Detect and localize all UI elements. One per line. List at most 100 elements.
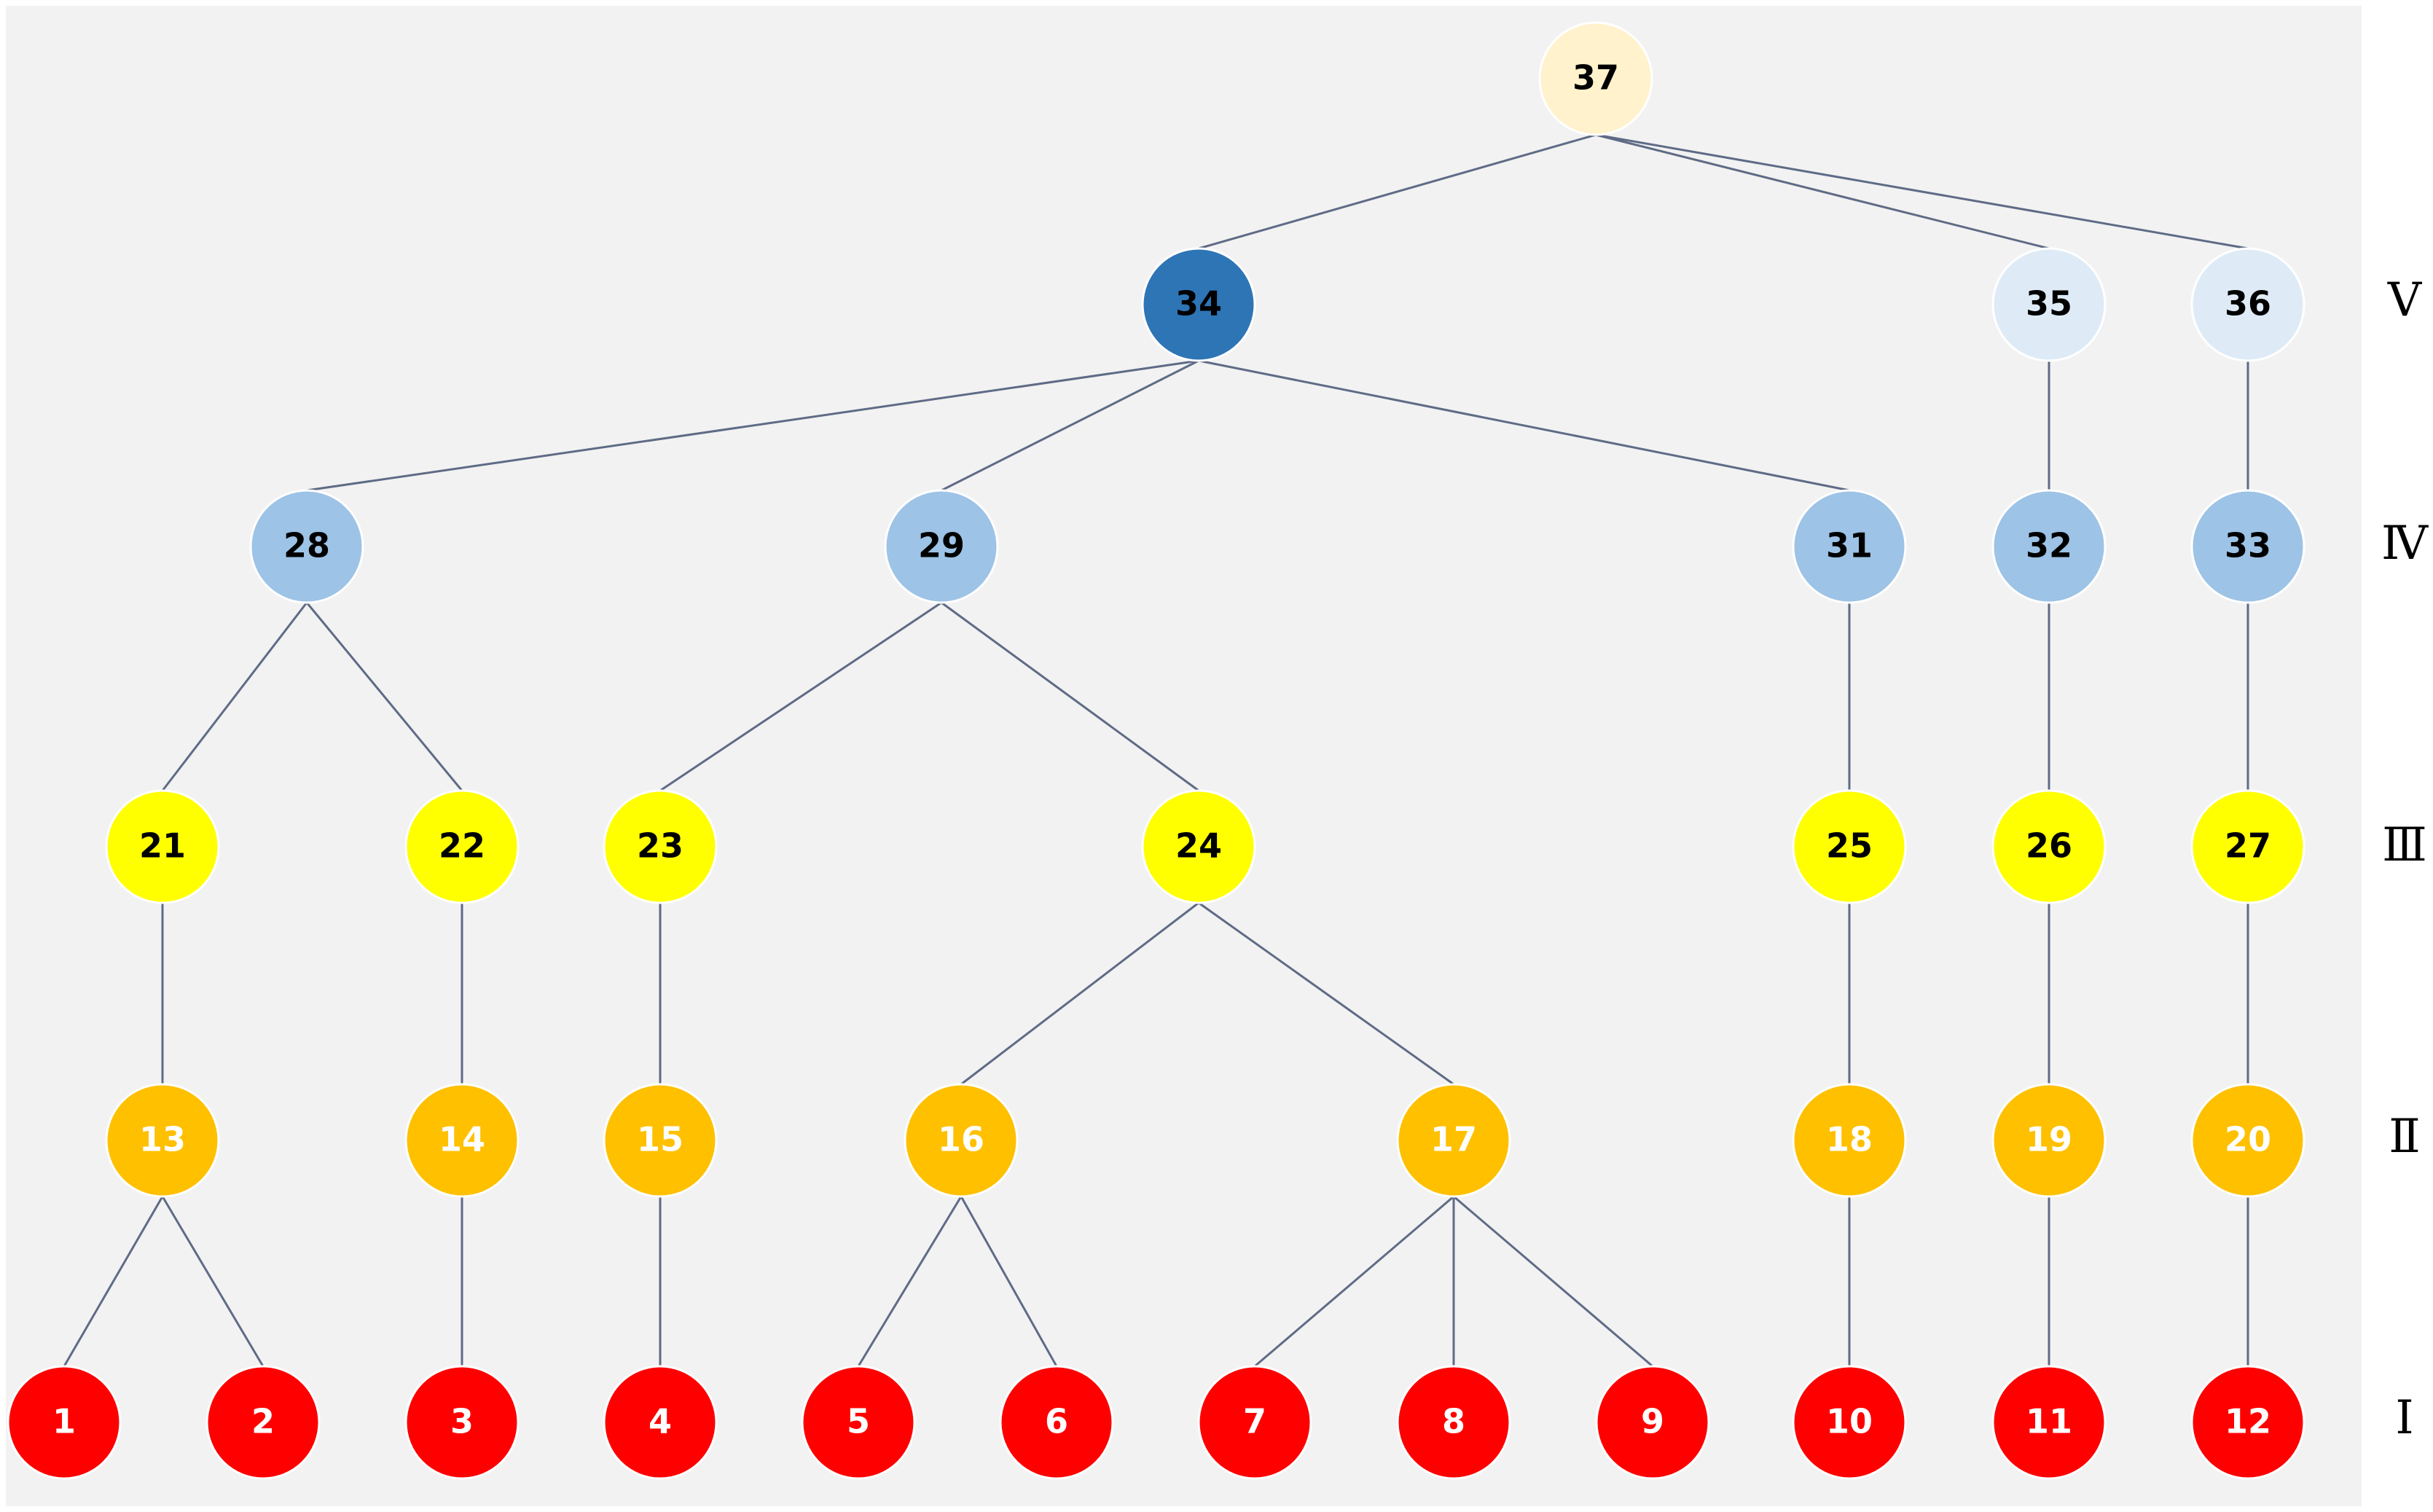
edge-17-7	[1254, 1195, 1454, 1368]
node-32: 32	[1991, 489, 2107, 604]
node-circle	[999, 1365, 1114, 1480]
node-label: 17	[1430, 1120, 1477, 1159]
node-circle	[1991, 247, 2107, 362]
node-15: 15	[603, 1083, 718, 1198]
node-circle	[1991, 1083, 2107, 1198]
node-label: 1	[52, 1402, 76, 1441]
node-circle	[1595, 1365, 1710, 1480]
node-label: 29	[918, 526, 965, 565]
node-33: 33	[2190, 489, 2305, 604]
node-circle	[1396, 1365, 1511, 1480]
level-label-v: Ⅴ	[2387, 273, 2422, 327]
node-14: 14	[404, 1083, 520, 1198]
node-label: 19	[2026, 1120, 2072, 1159]
node-circle	[2190, 1083, 2305, 1198]
node-label: 9	[1641, 1402, 1664, 1441]
node-circle	[105, 1083, 220, 1198]
node-circle	[1991, 1365, 2107, 1480]
node-circle	[205, 1365, 321, 1480]
node-label: 28	[283, 526, 330, 565]
edge-29-24	[941, 601, 1199, 792]
node-label: 2	[251, 1402, 275, 1441]
node-circle	[1991, 489, 2107, 604]
node-circle	[404, 1365, 520, 1480]
node-27: 27	[2190, 789, 2305, 904]
node-circle	[404, 1083, 520, 1198]
node-label: 8	[1442, 1402, 1465, 1441]
edge-37-35	[1595, 133, 2050, 250]
node-label: 12	[2225, 1402, 2271, 1441]
node-circle	[1991, 789, 2107, 904]
level-label-i: Ⅰ	[2395, 1391, 2414, 1445]
edge-16-5	[857, 1196, 963, 1367]
node-circle	[904, 1083, 1019, 1198]
node-circle	[801, 1365, 916, 1480]
node-25: 25	[1792, 789, 1907, 904]
node-35: 35	[1991, 247, 2107, 362]
edge-34-29	[941, 359, 1199, 492]
node-label: 25	[1826, 826, 1873, 866]
edge-37-36	[1595, 133, 2249, 250]
node-circle	[2190, 789, 2305, 904]
edge-24-16	[960, 901, 1199, 1086]
node-circle	[404, 789, 520, 904]
node-36: 36	[2190, 247, 2305, 362]
node-label: 11	[2026, 1402, 2072, 1441]
node-label: 7	[1243, 1402, 1266, 1441]
node-circle	[1141, 247, 1256, 362]
node-9: 9	[1595, 1365, 1710, 1480]
node-18: 18	[1792, 1083, 1907, 1198]
node-label: 23	[637, 826, 683, 866]
node-34: 34	[1141, 247, 1256, 362]
node-label: 18	[1826, 1120, 1873, 1159]
node-2: 2	[205, 1365, 321, 1480]
node-circle	[105, 789, 220, 904]
node-circle	[1538, 21, 1653, 136]
node-circle	[1792, 1365, 1907, 1480]
edge-13-2	[161, 1196, 265, 1367]
node-23: 23	[603, 789, 718, 904]
node-label: 27	[2225, 826, 2271, 866]
node-16: 16	[904, 1083, 1019, 1198]
node-label: 15	[637, 1120, 683, 1159]
node-label: 31	[1826, 526, 1873, 565]
node-13: 13	[105, 1083, 220, 1198]
node-circle	[1792, 1083, 1907, 1198]
node-circle	[603, 789, 718, 904]
node-5: 5	[801, 1365, 916, 1480]
node-label: 10	[1826, 1402, 1873, 1441]
node-label: 24	[1175, 826, 1222, 866]
node-17: 17	[1396, 1083, 1511, 1198]
level-label-ii: Ⅱ	[2389, 1110, 2421, 1164]
node-21: 21	[105, 789, 220, 904]
node-label: 32	[2026, 526, 2072, 565]
edge-16-6	[960, 1196, 1058, 1367]
node-28: 28	[249, 489, 364, 604]
node-4: 4	[603, 1365, 718, 1480]
node-37: 37	[1538, 21, 1653, 136]
edge-29-23	[659, 601, 942, 792]
node-label: 4	[649, 1402, 672, 1441]
edge-17-9	[1453, 1195, 1653, 1368]
node-label: 33	[2225, 526, 2271, 565]
node-circle	[1396, 1083, 1511, 1198]
node-19: 19	[1991, 1083, 2107, 1198]
node-circle	[1792, 489, 1907, 604]
node-31: 31	[1792, 489, 1907, 604]
node-label: 35	[2026, 284, 2072, 324]
node-26: 26	[1991, 789, 2107, 904]
node-circle	[884, 489, 999, 604]
node-24: 24	[1141, 789, 1256, 904]
node-label: 26	[2026, 826, 2072, 866]
node-circle	[1141, 789, 1256, 904]
node-circle	[1792, 789, 1907, 904]
edge-34-28	[306, 359, 1199, 492]
node-label: 5	[847, 1402, 870, 1441]
edge-37-34	[1198, 133, 1596, 250]
node-label: 20	[2225, 1120, 2271, 1159]
edge-28-22	[305, 602, 463, 791]
node-12: 12	[2190, 1365, 2305, 1480]
node-3: 3	[404, 1365, 520, 1480]
